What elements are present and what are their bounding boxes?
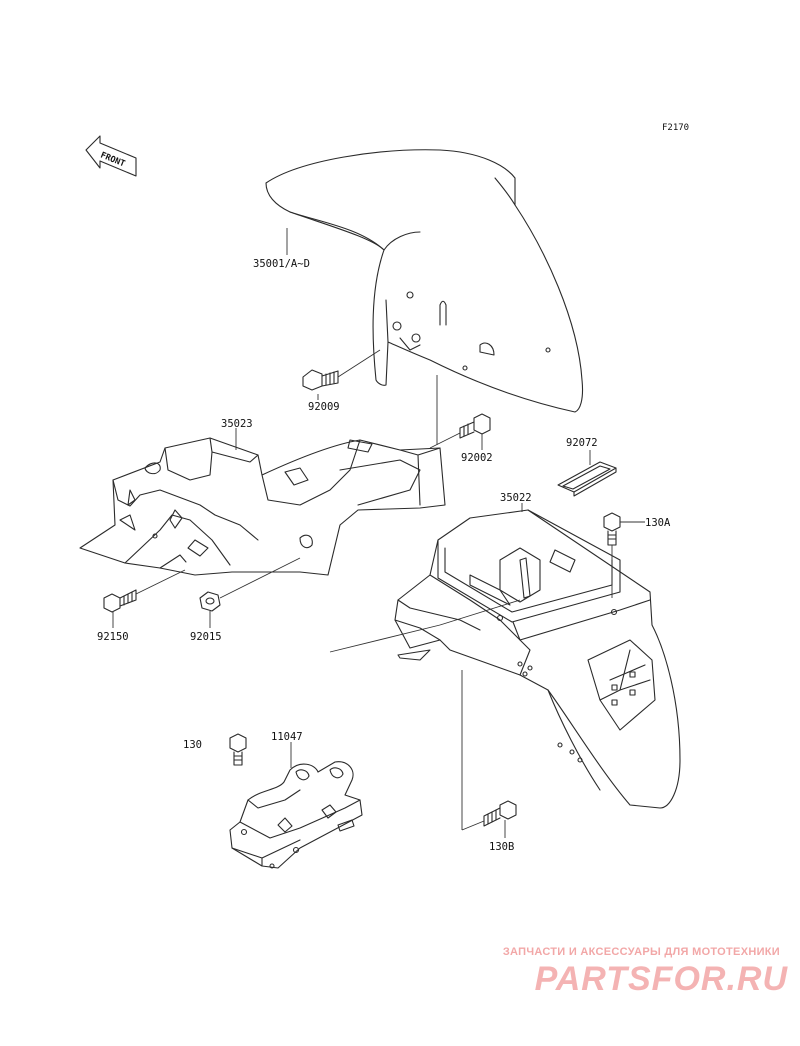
bolt-130 xyxy=(229,733,247,766)
watermark-logo: PARTSFOR.RU xyxy=(534,960,788,998)
label-11047: 11047 xyxy=(271,731,303,743)
strap-92072 xyxy=(557,461,617,497)
bracket-11047 xyxy=(229,761,363,869)
bolt-92150 xyxy=(103,589,137,613)
diagram-reference-code: F2170 xyxy=(662,123,689,133)
bolt-92002 xyxy=(459,413,491,439)
label-130B: 130B xyxy=(489,841,514,853)
label-35022: 35022 xyxy=(500,492,532,504)
label-35001: 35001/A~D xyxy=(253,258,310,270)
label-92002: 92002 xyxy=(461,452,493,464)
front-fender xyxy=(265,149,584,413)
label-35023: 35023 xyxy=(221,418,253,430)
rear-fender-35022 xyxy=(394,509,681,809)
bolt-130B xyxy=(483,800,517,827)
bolt-92009 xyxy=(302,369,339,391)
label-130: 130 xyxy=(183,739,202,751)
label-92072: 92072 xyxy=(566,437,598,449)
label-92015: 92015 xyxy=(190,631,222,643)
label-92150: 92150 xyxy=(97,631,129,643)
bolt-130A xyxy=(603,512,621,546)
watermark-tagline: ЗАПЧАСТИ И АКСЕССУАРЫ ДЛЯ МОТОТЕХНИКИ xyxy=(502,946,780,958)
label-92009: 92009 xyxy=(308,401,340,413)
front-arrow-icon: FRONT xyxy=(85,135,137,177)
nut-92015 xyxy=(199,591,221,612)
label-130A: 130A xyxy=(645,517,671,529)
inner-fender-35023 xyxy=(79,437,446,576)
